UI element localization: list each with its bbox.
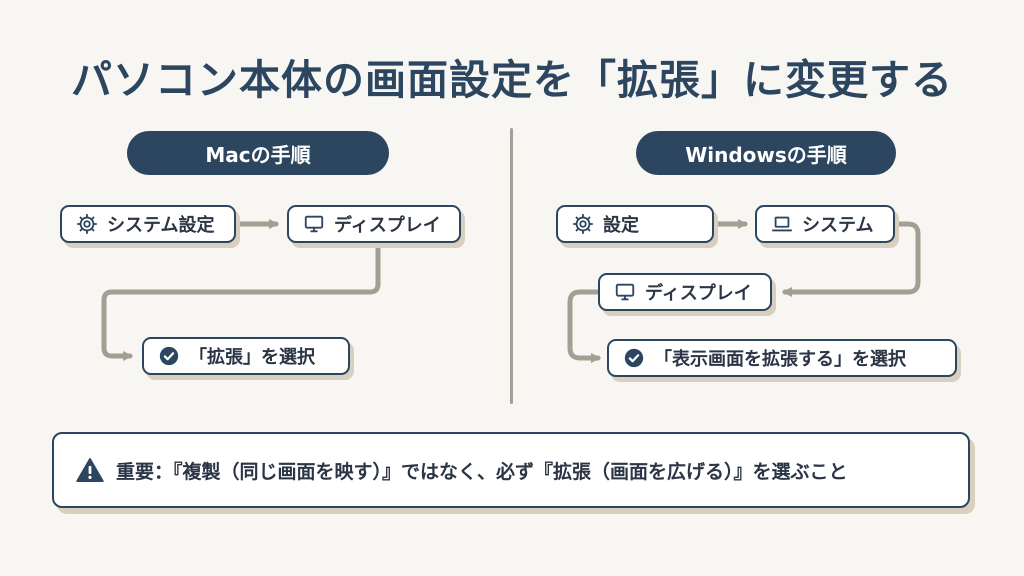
windows-step-system: システム <box>755 205 895 243</box>
mac-step-display: ディスプレイ <box>287 205 461 243</box>
windows-header: Windowsの手順 <box>636 131 896 175</box>
mac-step-label: ディスプレイ <box>334 215 441 236</box>
important-note: 重要：『複製（同じ画面を映す）』ではなく、必ず『拡張（画面を広げる）』を選ぶこと <box>52 432 970 508</box>
warning-icon <box>76 456 104 484</box>
mac-step-select-extend: 「拡張」を選択 <box>142 337 350 375</box>
win-arrow-2 <box>782 221 921 297</box>
important-note-text: 重要：『複製（同じ画面を映す）』ではなく、必ず『拡張（画面を広げる）』を選ぶこと <box>116 460 848 483</box>
mac-header-label: Macの手順 <box>205 142 311 167</box>
mac-step-system-settings: システム設定 <box>60 205 236 243</box>
column-divider <box>510 128 513 404</box>
windows-header-label: Windowsの手順 <box>685 142 847 167</box>
windows-step-display: ディスプレイ <box>598 273 772 311</box>
windows-step-select-extend: 「表示画面を拡張する」を選択 <box>607 339 957 377</box>
windows-step-label: システム <box>802 215 874 236</box>
windows-step-label: 設定 <box>603 215 639 236</box>
monitor-icon <box>303 213 325 235</box>
mac-arrow-2 <box>101 243 381 361</box>
mac-step-label: 「拡張」を選択 <box>189 347 315 368</box>
check-circle-icon <box>158 345 180 367</box>
mac-step-label: システム設定 <box>107 215 215 236</box>
laptop-icon <box>771 213 793 235</box>
windows-step-settings: 設定 <box>556 205 714 243</box>
page-title: パソコン本体の画面設定を「拡張」に変更する <box>71 56 953 104</box>
check-circle-icon <box>623 347 645 369</box>
windows-step-label: ディスプレイ <box>645 283 752 304</box>
win-arrow-3 <box>567 289 601 363</box>
gear-icon <box>76 213 98 235</box>
monitor-icon <box>614 281 636 303</box>
windows-step-label: 「表示画面を拡張する」を選択 <box>654 349 906 370</box>
mac-header: Macの手順 <box>127 131 389 175</box>
gear-icon <box>572 213 594 235</box>
